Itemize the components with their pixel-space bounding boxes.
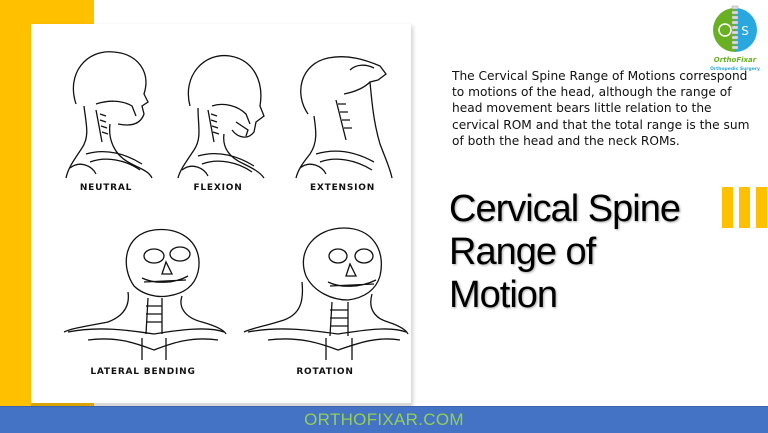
- skull-extension-illustration: [295, 56, 393, 179]
- footer-website-link[interactable]: ORTHOFIXAR.COM: [304, 410, 464, 429]
- figure-rotation: ROTATION: [240, 226, 410, 377]
- bar-1: [722, 187, 733, 228]
- svg-text:OrthoFixar: OrthoFixar: [714, 56, 757, 64]
- footer-bar: ORTHOFIXAR.COM: [0, 406, 768, 433]
- figure-label: LATERAL BENDING: [90, 367, 196, 377]
- skull-rotation-illustration: [243, 227, 409, 360]
- title-line: Motion: [449, 274, 558, 316]
- card-shadow: [94, 403, 411, 406]
- accent-bar-left: [0, 0, 31, 406]
- bar-2: [739, 187, 750, 228]
- figure-label: NEUTRAL: [79, 183, 133, 193]
- figure-label: ROTATION: [296, 367, 354, 377]
- figure-lateral-bending: LATERAL BENDING: [58, 226, 228, 377]
- skull-flexion-illustration: [177, 54, 265, 179]
- title-line: Range of: [449, 231, 596, 273]
- svg-text:Orthopedic Surgery: Orthopedic Surgery: [710, 66, 760, 72]
- description-text: The Cervical Spine Range of Motions corr…: [452, 69, 750, 148]
- orthofixar-logo: S OrthoFixar Orthopedic Surgery: [705, 4, 765, 74]
- figure-neutral: NEUTRAL: [56, 44, 156, 193]
- figure-label: EXTENSION: [309, 183, 376, 193]
- figure-label: FLEXION: [193, 183, 243, 193]
- skull-neutral-illustration: [65, 51, 153, 179]
- decorative-bars: [722, 187, 767, 228]
- skull-lateral-bending-illustration: [63, 228, 227, 360]
- title-line: Cervical Spine: [449, 188, 681, 230]
- card-shadow-accent: [31, 403, 94, 406]
- spine-logo-icon: S OrthoFixar Orthopedic Surgery: [710, 5, 760, 72]
- rom-illustration-card: [31, 24, 411, 405]
- figure-flexion: FLEXION: [168, 44, 268, 193]
- bar-3: [756, 187, 767, 228]
- accent-bar-top: [0, 0, 94, 24]
- figure-extension: EXTENSION: [290, 44, 395, 193]
- page-title: Cervical Spine Range of Motion: [449, 188, 709, 317]
- svg-text:S: S: [741, 24, 749, 38]
